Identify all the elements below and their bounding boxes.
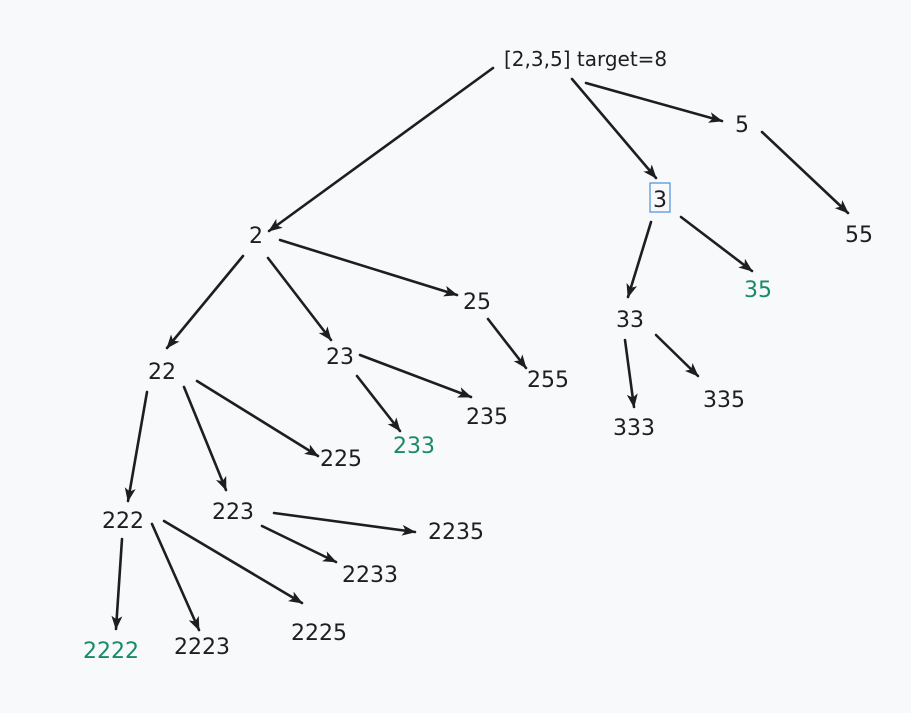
node-label: 235 xyxy=(466,405,508,430)
edge-arrow xyxy=(355,374,402,433)
edge-arrow xyxy=(111,537,124,631)
node-label: 233 xyxy=(393,434,435,459)
node-label: 22 xyxy=(148,360,176,385)
node-label: 2222 xyxy=(83,639,139,664)
edge-arrow xyxy=(182,385,228,492)
node-label: 5 xyxy=(735,113,749,138)
node-label: 222 xyxy=(102,509,144,534)
edge-arrow xyxy=(679,215,754,273)
node-label: 225 xyxy=(320,447,362,472)
node-label: 335 xyxy=(703,388,745,413)
edge-arrow xyxy=(760,130,850,215)
node-label: 2235 xyxy=(428,520,484,545)
edge-arrow xyxy=(266,256,333,342)
edge-arrow xyxy=(358,353,473,399)
tree-edges xyxy=(111,66,850,632)
edge-arrow xyxy=(267,66,495,233)
node-label: 55 xyxy=(845,223,873,248)
edge-arrow xyxy=(124,390,149,503)
node-label: 3 xyxy=(653,188,667,213)
edge-arrow xyxy=(195,379,320,458)
edge-arrow xyxy=(584,81,724,123)
node-label: 2 xyxy=(249,224,263,249)
node-label: 333 xyxy=(613,416,655,441)
edge-arrow xyxy=(626,220,653,299)
node-label: 33 xyxy=(616,308,644,333)
edge-arrow xyxy=(278,238,459,297)
edge-arrow xyxy=(260,524,338,564)
node-label: 25 xyxy=(463,290,491,315)
tree-nodes: [2,3,5] target=8 2 3 5 22 23 25 33 35 55… xyxy=(83,47,873,664)
edge-arrow xyxy=(486,317,528,370)
root-label: [2,3,5] target=8 xyxy=(504,47,667,71)
edge-arrow xyxy=(272,511,417,536)
edge-arrow xyxy=(165,254,245,350)
selection-box[interactable] xyxy=(649,182,671,213)
edge-arrow xyxy=(150,522,201,632)
node-label: 2223 xyxy=(174,635,230,660)
edge-arrow xyxy=(654,333,700,378)
node-label: 2233 xyxy=(342,563,398,588)
edge-arrow xyxy=(570,77,658,180)
node-label: 2225 xyxy=(291,621,347,646)
edge-arrow xyxy=(623,338,638,409)
node-label: 223 xyxy=(212,500,254,525)
node-label: 35 xyxy=(744,278,772,303)
edge-arrow xyxy=(162,519,304,605)
node-label: 23 xyxy=(326,345,354,370)
node-label: 255 xyxy=(527,368,569,393)
